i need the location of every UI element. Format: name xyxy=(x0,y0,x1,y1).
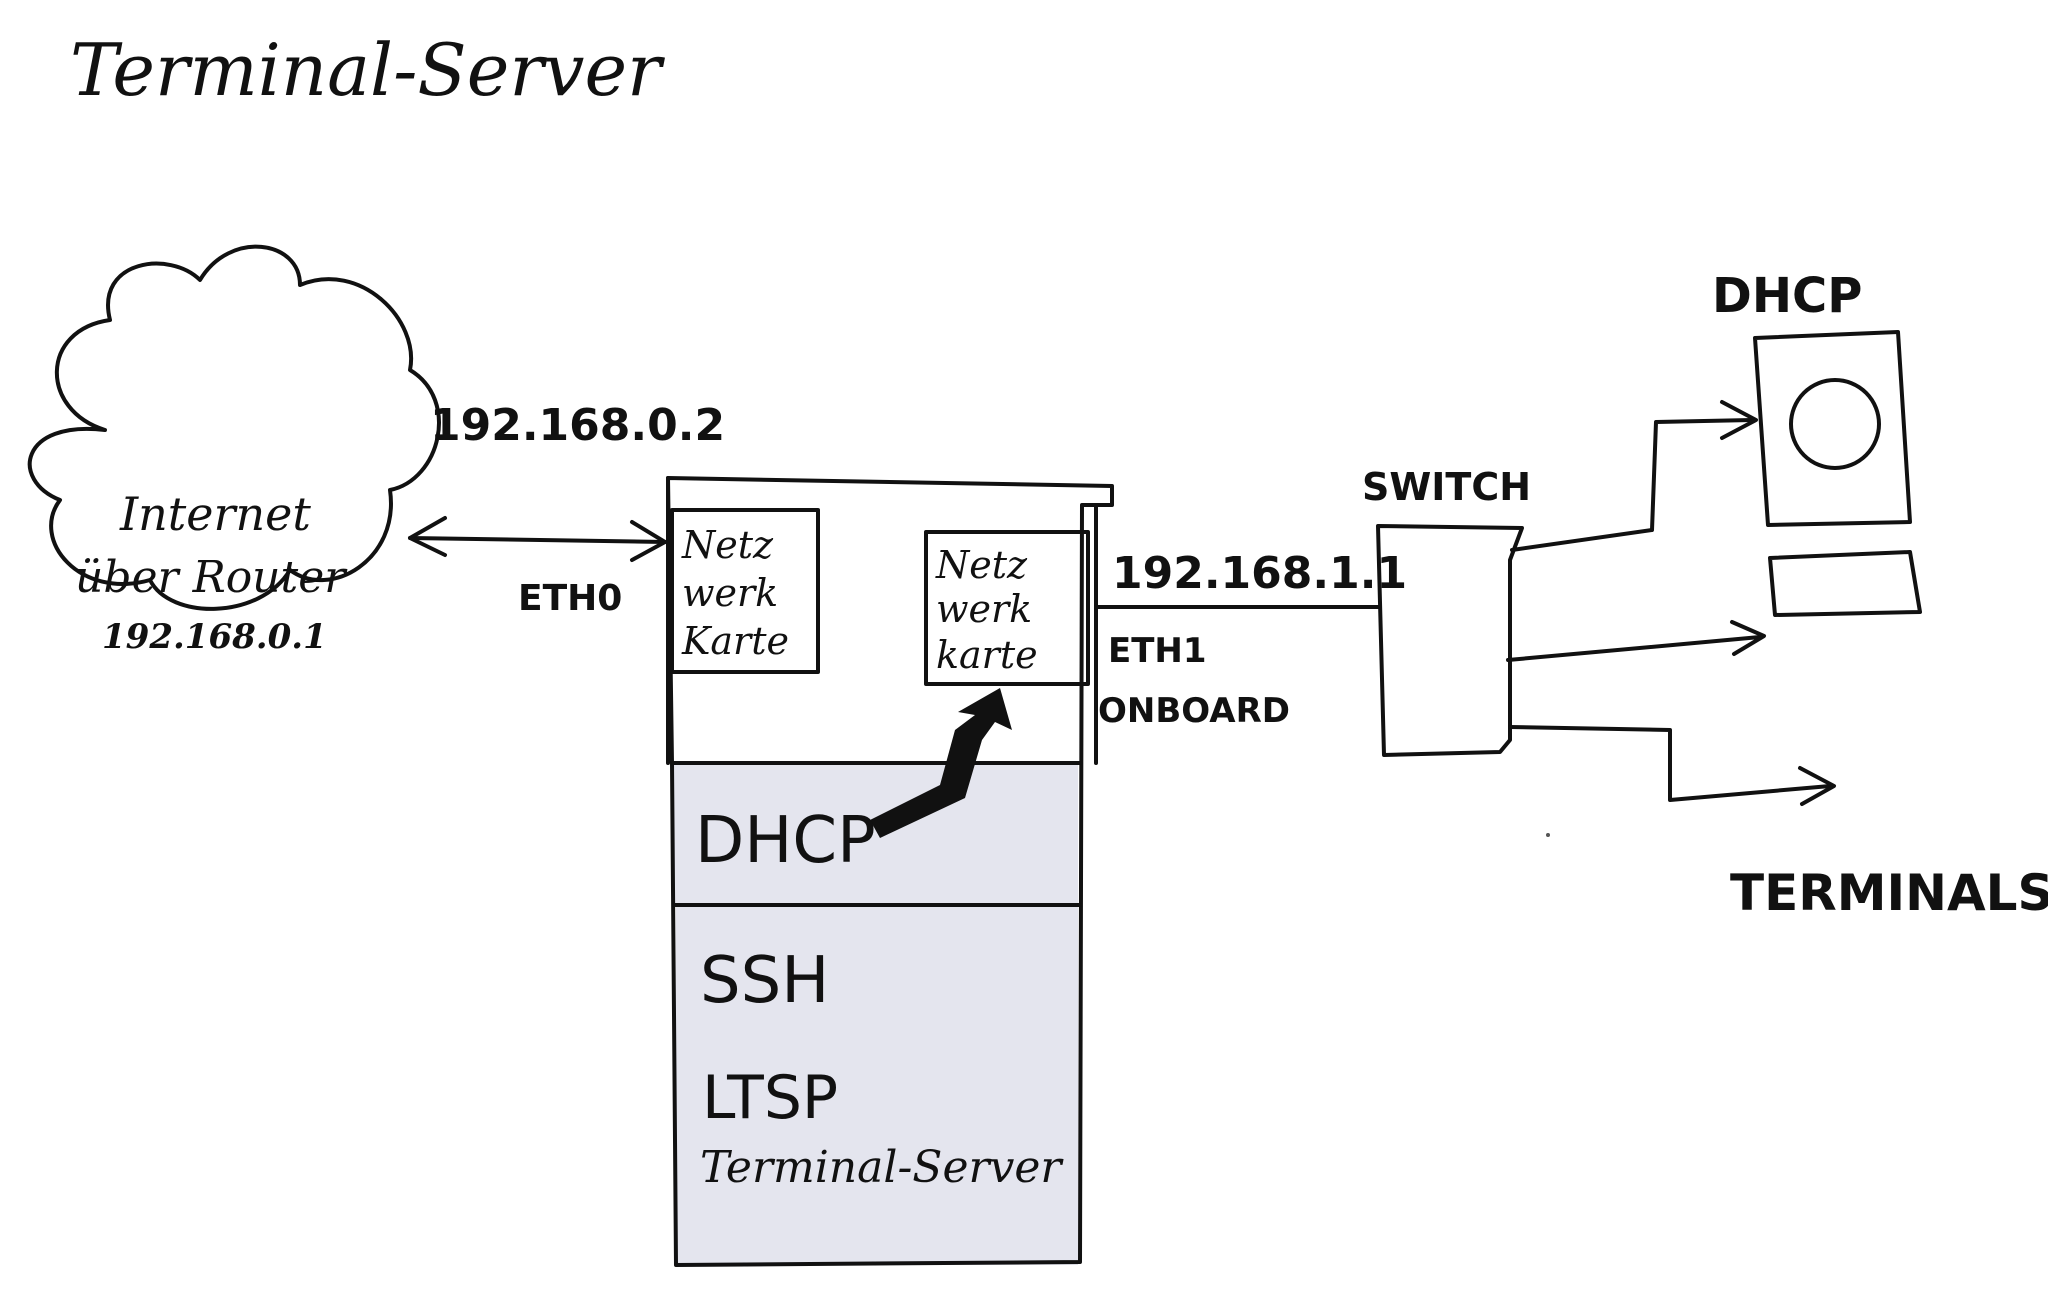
cloud-server-link xyxy=(408,536,667,544)
server-box xyxy=(666,476,1114,1267)
nic-eth1-box xyxy=(924,530,1090,686)
client-monitor-icon xyxy=(1753,330,1912,527)
eth1-label: ETH1 xyxy=(1108,631,1207,671)
server-terminal-server-label: Terminal-Server xyxy=(700,1142,1064,1193)
diagram-title: Terminal-Server xyxy=(70,28,665,112)
server-ssh-label: SSH xyxy=(700,944,829,1018)
stray-dot xyxy=(1546,833,1550,837)
nic-eth1-line3: karte xyxy=(936,633,1038,677)
eth1-ip-label: 192.168.1.1 xyxy=(1112,548,1407,599)
eth0-ip-label: 192.168.0.2 xyxy=(430,400,725,451)
nic-eth0-box xyxy=(670,508,820,674)
server-dhcp-label: DHCP xyxy=(695,804,876,878)
nic-eth0-line1: Netz xyxy=(681,523,774,567)
nic-eth0-line3: Karte xyxy=(681,619,789,663)
eth1-onboard-label: ONBOARD xyxy=(1098,691,1290,731)
arrowhead-right-icon xyxy=(630,520,667,562)
arrowhead-terminal-3-icon xyxy=(1798,766,1836,806)
client-screen-icon xyxy=(1789,378,1881,470)
internet-cloud-shape xyxy=(27,244,441,611)
nic-eth0-line2: werk xyxy=(682,571,778,615)
cloud-label-router: über Router xyxy=(75,552,348,603)
server-ltsp-label: LTSP xyxy=(702,1063,838,1133)
server-bottom-section xyxy=(676,905,1078,1265)
cloud-label-ip: 192.168.0.1 xyxy=(102,617,327,657)
dhcp-to-nic-arrow-icon xyxy=(870,688,1012,838)
terminals-label: TERMINALS xyxy=(1730,864,2048,922)
arrowhead-left-icon xyxy=(408,516,447,557)
arrowhead-client-icon xyxy=(1720,400,1758,440)
eth0-label: ETH0 xyxy=(518,578,622,619)
switch-box xyxy=(1376,524,1524,757)
switch-to-terminal-link-2 xyxy=(1506,635,1762,662)
client-keyboard-icon xyxy=(1768,550,1922,617)
arrowhead-terminal-2-icon xyxy=(1730,620,1766,656)
client-dhcp-label: DHCP xyxy=(1712,268,1862,324)
nic-eth1-line2: werk xyxy=(936,587,1032,631)
server-dhcp-section xyxy=(672,763,1078,905)
switch-label: SWITCH xyxy=(1362,465,1531,509)
cloud-label-internet: Internet xyxy=(119,487,311,541)
nic-eth1-line1: Netz xyxy=(935,543,1028,587)
switch-to-terminal-link-3 xyxy=(1508,725,1832,802)
switch-to-client-link xyxy=(1510,418,1754,552)
